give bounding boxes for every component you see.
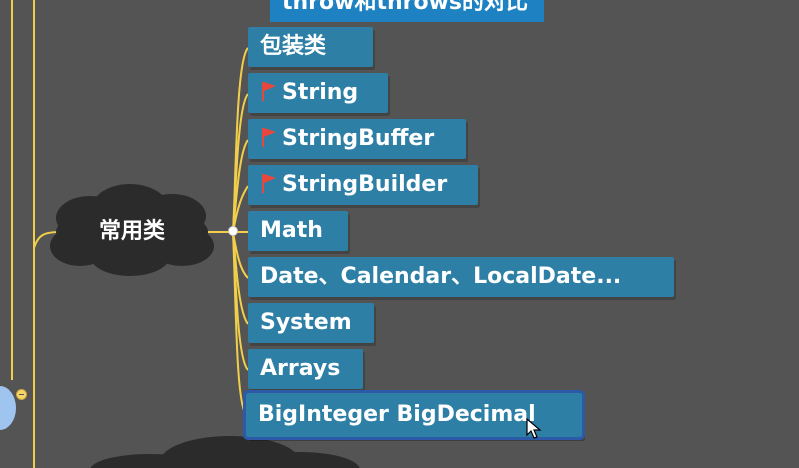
subtopic-stringbuilder[interactable]: StringBuilder — [248, 165, 478, 205]
cloud-shape-partial — [90, 436, 360, 468]
subtopic-system[interactable]: System — [248, 303, 374, 343]
mouse-cursor-icon — [526, 418, 542, 439]
subtopic-label: Date、Calendar、LocalDate... — [260, 264, 622, 289]
subtopic-arrays[interactable]: Arrays — [248, 349, 363, 389]
parent-topic-partial — [0, 386, 16, 430]
central-topic-label[interactable]: 常用类 — [98, 219, 165, 244]
subtopic-label: BigInteger BigDecimal — [258, 402, 536, 427]
subtopic-math[interactable]: Math — [248, 211, 348, 251]
flag-icon — [262, 82, 276, 101]
flag-icon — [262, 174, 276, 193]
subtopic-label: Math — [260, 218, 323, 243]
top-node-partial[interactable]: throw和throws的对比 — [270, 0, 545, 22]
subtopic-biginteger-bigdecimal[interactable]: BigInteger BigDecimal — [243, 390, 585, 440]
subtopic-date[interactable]: Date、Calendar、LocalDate... — [248, 257, 674, 297]
flag-icon — [262, 128, 276, 147]
subtopic-label: String — [282, 80, 359, 105]
cloud-shape — [50, 184, 214, 276]
subtopic-wrapper-class[interactable]: 包装类 — [248, 27, 373, 67]
subtopic-label: StringBuilder — [282, 172, 448, 197]
collapse-toggle[interactable] — [16, 389, 27, 400]
collapse-dot[interactable] — [228, 226, 238, 236]
subtopic-label: Arrays — [260, 356, 341, 381]
subtopic-label: StringBuffer — [282, 126, 435, 151]
subtopic-stringbuffer[interactable]: StringBuffer — [248, 119, 466, 159]
branch-connectors — [232, 47, 249, 415]
subtopic-string[interactable]: String — [248, 73, 388, 113]
subtopic-label: 包装类 — [260, 34, 327, 59]
subtopic-label: System — [260, 310, 352, 335]
